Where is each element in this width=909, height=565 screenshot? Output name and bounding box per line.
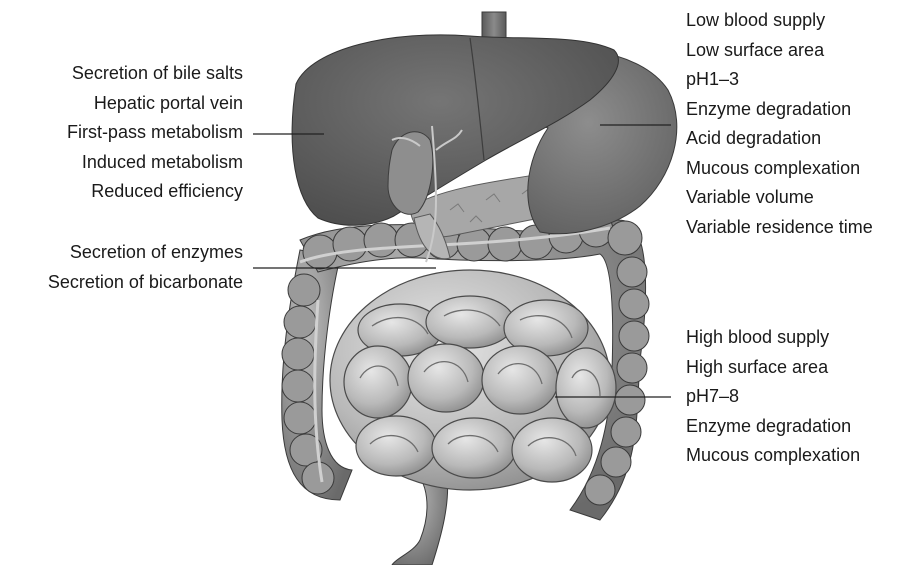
- small-intestine-labels: High blood supply High surface area pH7–…: [686, 323, 860, 471]
- small-intestine-label: Enzyme degradation: [686, 412, 860, 442]
- liver-label: Hepatic portal vein: [67, 89, 243, 119]
- stomach-label: Mucous complexation: [686, 154, 873, 184]
- stomach-label: Variable volume: [686, 183, 873, 213]
- small-intestine-label: Mucous complexation: [686, 441, 860, 471]
- stomach-label: Enzyme degradation: [686, 95, 873, 125]
- stomach-label: Variable residence time: [686, 213, 873, 243]
- liver-label: Reduced efficiency: [67, 177, 243, 207]
- pancreas-label: Secretion of enzymes: [48, 238, 243, 268]
- small-intestine: [330, 270, 616, 490]
- small-intestine-label: pH7–8: [686, 382, 860, 412]
- stomach-label: Acid degradation: [686, 124, 873, 154]
- stomach-label: pH1–3: [686, 65, 873, 95]
- liver-label: Secretion of bile salts: [67, 59, 243, 89]
- pancreas-labels: Secretion of enzymes Secretion of bicarb…: [48, 238, 243, 297]
- stomach-label: Low blood supply: [686, 6, 873, 36]
- liver-labels: Secretion of bile salts Hepatic portal v…: [67, 59, 243, 207]
- small-intestine-label: High blood supply: [686, 323, 860, 353]
- liver-label: Induced metabolism: [67, 148, 243, 178]
- stomach-label: Low surface area: [686, 36, 873, 66]
- stomach-labels: Low blood supply Low surface area pH1–3 …: [686, 6, 873, 242]
- liver-label: First-pass metabolism: [67, 118, 243, 148]
- pancreas-label: Secretion of bicarbonate: [48, 268, 243, 298]
- small-intestine-label: High surface area: [686, 353, 860, 383]
